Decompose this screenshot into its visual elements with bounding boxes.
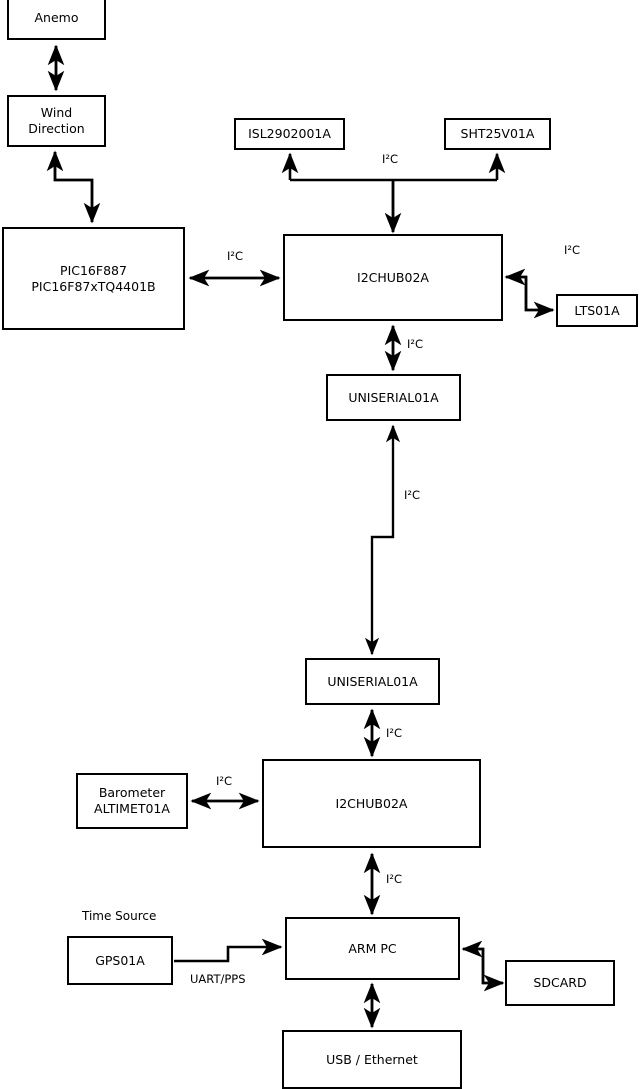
node-sht25v01a-label: SHT25V01A <box>460 126 535 141</box>
node-uniserial01a-bottom[interactable]: UNISERIAL01A <box>305 658 440 705</box>
edge-label-hub-lts: I²C <box>564 243 581 257</box>
node-barometer-altimet01a-label: Barometer ALTIMET01A <box>94 785 170 816</box>
node-i2chub02a-top[interactable]: I2CHUB02A <box>283 234 503 321</box>
node-wind-direction-label: Wind Direction <box>28 105 85 136</box>
edge-label-gps-arm: UART/PPS <box>190 972 246 986</box>
node-wind-direction[interactable]: Wind Direction <box>7 95 106 147</box>
node-arm-pc[interactable]: ARM PC <box>285 917 460 980</box>
node-lts01a[interactable]: LTS01A <box>556 294 638 327</box>
node-sdcard[interactable]: SDCARD <box>505 960 615 1006</box>
edge-label-hub-arm: I²C <box>386 872 403 886</box>
edge-label-hub-uniserial: I²C <box>407 337 424 351</box>
label-time-source: Time Source <box>82 909 157 923</box>
connector-arm-pc-sdcard <box>461 940 505 992</box>
node-arm-pc-label: ARM PC <box>348 940 397 956</box>
node-anemo[interactable]: Anemo <box>7 0 106 40</box>
node-gps01a[interactable]: GPS01A <box>67 936 173 985</box>
connector-pic-wind-direction <box>46 150 101 224</box>
node-pic-microcontroller[interactable]: PIC16F887 PIC16F87xTQ4401B <box>2 227 185 330</box>
edge-label-pic-hub: I²C <box>227 249 244 263</box>
node-barometer-altimet01a[interactable]: Barometer ALTIMET01A <box>76 773 188 829</box>
connector-gps-arm-pc <box>174 938 283 963</box>
node-sdcard-label: SDCARD <box>533 975 587 990</box>
node-i2chub02a-bottom[interactable]: I2CHUB02A <box>262 759 481 848</box>
edge-label-uniserial-hub-bottom: I²C <box>386 726 403 740</box>
node-sht25v01a[interactable]: SHT25V01A <box>444 118 551 150</box>
node-lts01a-label: LTS01A <box>574 302 620 318</box>
node-usb-ethernet[interactable]: USB / Ethernet <box>282 1030 462 1089</box>
node-gps01a-label: GPS01A <box>95 952 145 968</box>
node-isl2902001a[interactable]: ISL2902001A <box>234 118 345 150</box>
edge-label-sensors-hub: I²C <box>382 152 399 166</box>
node-uniserial01a-top-label: UNISERIAL01A <box>348 389 439 405</box>
node-i2chub02a-top-label: I2CHUB02A <box>357 269 429 285</box>
connector-hub-top-lts <box>504 268 555 319</box>
node-uniserial01a-top[interactable]: UNISERIAL01A <box>326 374 461 421</box>
node-uniserial01a-bottom-label: UNISERIAL01A <box>327 673 418 689</box>
node-isl2902001a-label: ISL2902001A <box>248 126 331 141</box>
edge-label-uniserial-link: I²C <box>404 488 421 502</box>
node-usb-ethernet-label: USB / Ethernet <box>326 1051 418 1067</box>
edge-label-barometer-hub: I²C <box>216 774 233 788</box>
node-i2chub02a-bottom-label: I2CHUB02A <box>335 795 408 811</box>
node-anemo-label: Anemo <box>34 10 79 25</box>
connector-hub-top-sensors <box>281 152 506 234</box>
node-pic-microcontroller-label: PIC16F887 PIC16F87xTQ4401B <box>31 262 156 294</box>
connector-uniserial-link <box>364 424 401 656</box>
